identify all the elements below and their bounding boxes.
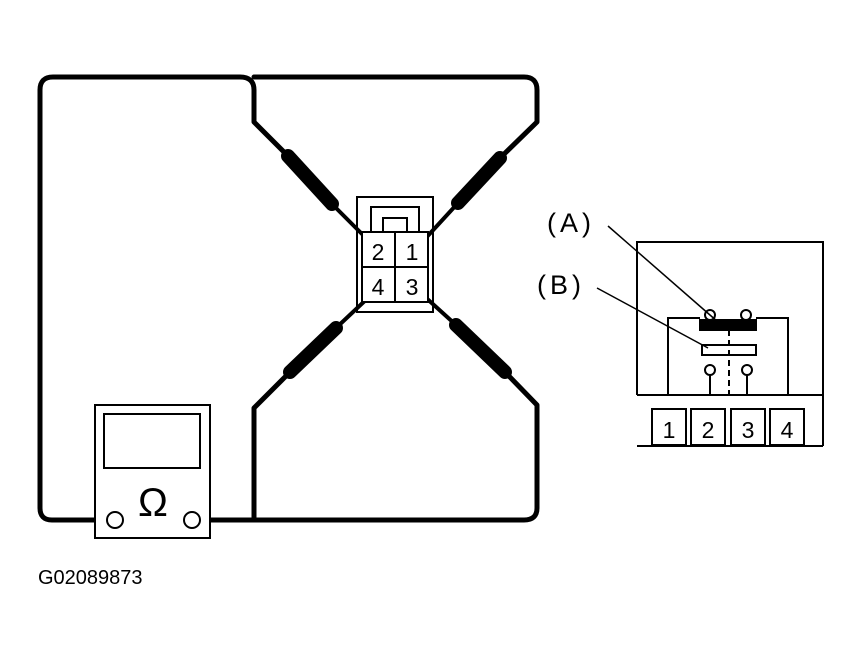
connector-lock-inner (382, 217, 408, 233)
contact-a-pivot-right (740, 309, 752, 321)
wiring (37, 74, 540, 523)
pin-1-label: 1 (406, 239, 419, 265)
relay-terminal-4-label: 4 (781, 417, 794, 443)
switch-terminal-left (704, 364, 716, 376)
figure-id: G02089873 (38, 567, 143, 589)
wire-bottom-left-lead (251, 369, 293, 523)
coil-wire-right (756, 317, 789, 395)
leader-line-a (607, 225, 719, 323)
probe-upper-right-tip (422, 201, 460, 242)
callout-b-label: (B) (537, 270, 585, 300)
pin-4-label: 4 (372, 274, 385, 300)
probe-leads (281, 149, 512, 379)
relay-terminal-box-1 (651, 408, 687, 446)
leader-line-b (596, 287, 709, 349)
relay-terminal-3-label: 3 (742, 417, 755, 443)
wire-bottom (199, 369, 540, 523)
probe-upper-right-body (451, 151, 507, 210)
relay-schematic (596, 225, 824, 447)
relay-terminal-box-2 (690, 408, 726, 446)
probe-lower-left-body (283, 321, 343, 379)
probe-upper-left-body (281, 149, 339, 211)
pin-3-label: 3 (406, 274, 419, 300)
ohm-symbol: Ω (138, 481, 168, 525)
callout-a-label: (A) (547, 208, 595, 238)
probe-lower-right-body (449, 318, 512, 379)
probe-lower-right-tip (422, 294, 458, 327)
switch-terminal-right (741, 364, 753, 376)
meter-display (103, 413, 201, 469)
meter-terminal-left (106, 511, 124, 529)
relay-terminal-box-4 (769, 408, 805, 446)
relay-terminal-1-label: 1 (663, 417, 676, 443)
connector-lock-outer (370, 206, 420, 233)
pin-2-label: 2 (372, 239, 385, 265)
connector-shell (356, 196, 434, 313)
wire-top-right (251, 74, 540, 161)
relay-terminal-2-label: 2 (702, 417, 715, 443)
wire-left-loop (37, 74, 291, 523)
relay-terminal-box-3 (730, 408, 766, 446)
meter-terminal-right (183, 511, 201, 529)
connector (356, 196, 434, 313)
relay-case-outline (636, 241, 824, 446)
ohmmeter (94, 404, 211, 539)
contact-a (699, 319, 757, 331)
coil-wire-left (667, 317, 700, 395)
